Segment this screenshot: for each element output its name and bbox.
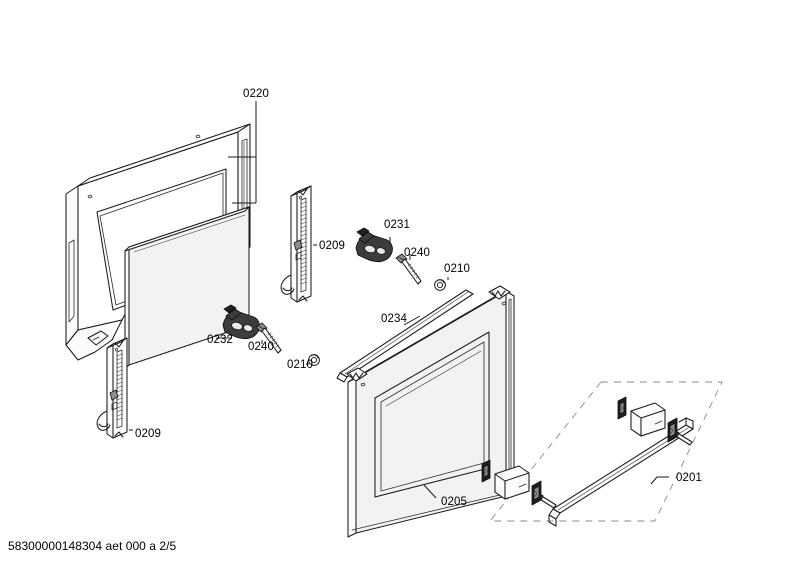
part-label-0234: 0234 [381, 313, 407, 325]
part-0234-top-trim-strip [336, 289, 474, 383]
part-label-0240-lower: 0240 [248, 341, 274, 353]
part-0240-screw-upper [395, 253, 422, 285]
part-0205-outer-door-panel [346, 285, 515, 538]
part-label-0210-lower: 0210 [287, 359, 313, 371]
part-0210-washer-upper [434, 277, 449, 291]
handle-bracket-left [531, 480, 542, 506]
document-footer-code: 58300000148304 aet 000 a 2/5 [8, 539, 177, 553]
part-label-0209-upper: 0209 [319, 240, 345, 252]
part-label-0205: 0205 [441, 496, 467, 508]
part-label-0240-upper: 0240 [404, 247, 430, 259]
part-0209-hinge-upper [280, 185, 317, 303]
part-0240-screw-lower [255, 322, 282, 354]
part-label-0201: 0201 [676, 472, 702, 484]
part-label-0210-upper: 0210 [444, 263, 470, 275]
hinge-serration [300, 197, 307, 293]
part-label-0232: 0232 [207, 334, 233, 346]
handle-spacer-left [494, 465, 530, 500]
part-label-0220: 0220 [243, 88, 269, 100]
part-0231-hinge-catch-bracket [355, 227, 393, 263]
handle-assembly-boundary [489, 381, 723, 522]
part-0201-handle-assembly [481, 381, 723, 527]
part-0232-hinge-catch-bracket [216, 304, 260, 340]
part-label-0209-lower: 0209 [135, 428, 161, 440]
handle-plate-right [617, 396, 627, 420]
handle-bracket-right [667, 417, 678, 443]
part-0220-inner-door-panel [65, 101, 257, 370]
part-number-labels: 0220 0209 0209 0231 0232 0240 0240 0210 … [135, 88, 702, 508]
part-label-0231: 0231 [384, 219, 410, 231]
part-0209-hinge-lower [96, 337, 133, 439]
handle-spacer-right [630, 402, 666, 437]
handle-plate-left [481, 459, 491, 483]
frame-screw-marks [87, 134, 201, 199]
part-0210-washer-lower [306, 354, 320, 366]
door-corner-bracket-left [346, 367, 368, 387]
door-corner-bracket-right [488, 285, 511, 306]
